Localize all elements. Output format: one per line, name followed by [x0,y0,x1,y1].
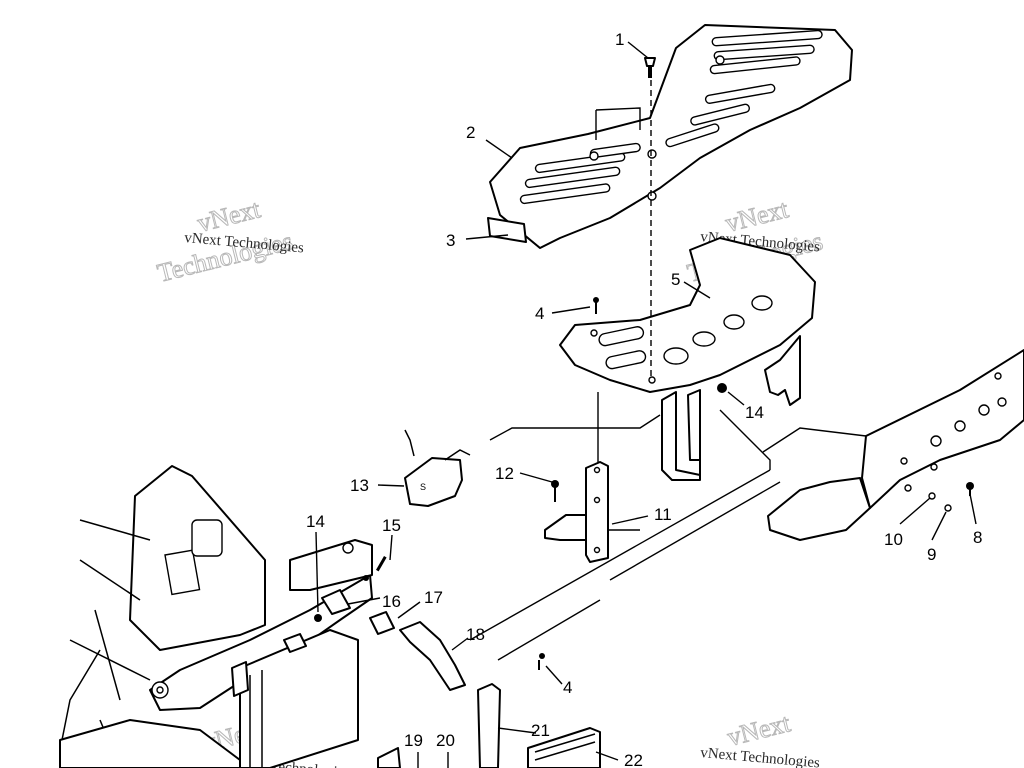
callout-4-lower: 4 [563,678,572,697]
radiator-part [231,629,359,768]
callout-9: 9 [927,545,936,564]
watermark-left: vNext Technologies vNext Technologies [154,194,305,289]
hose-part [314,575,466,691]
callout-19: 19 [404,731,423,750]
callout-21: 21 [531,721,550,740]
svg-text:vNext Technologies: vNext Technologies [700,745,821,768]
svg-text:vNext: vNext [724,708,793,752]
leader-lines [315,41,977,768]
callout-labels: 1 2 3 4 5 14 12 13 11 14 15 16 17 18 4 2… [306,30,982,768]
callout-14-left: 14 [306,512,325,531]
callout-17: 17 [424,588,443,607]
assembly-lines [469,80,867,661]
callout-2: 2 [466,123,475,142]
bracket-part [544,461,609,563]
callout-13: 13 [350,476,369,495]
callout-12: 12 [495,464,514,483]
fasteners [376,57,974,670]
callout-5: 5 [671,270,680,289]
svg-text:S: S [420,482,426,492]
callout-20: 20 [436,731,455,750]
callout-3: 3 [446,231,455,250]
callout-18: 18 [466,625,485,644]
callout-11: 11 [654,505,672,524]
callout-1: 1 [615,30,624,49]
callout-22: 22 [624,751,643,768]
panel-part [377,683,601,768]
frame-part [59,465,373,768]
callout-8: 8 [973,528,982,547]
light-assembly-part: S [404,429,471,507]
watermark-bottom-right: vNext vNext Technologies [700,708,821,768]
callout-15: 15 [382,516,401,535]
callout-14-right: 14 [745,403,764,422]
callout-4-upper: 4 [535,304,544,323]
bumper-part [767,349,1024,541]
rack-support-part [559,237,816,481]
callout-16: 16 [382,592,401,611]
rack-upper-part [489,24,853,249]
callout-10: 10 [884,530,903,549]
